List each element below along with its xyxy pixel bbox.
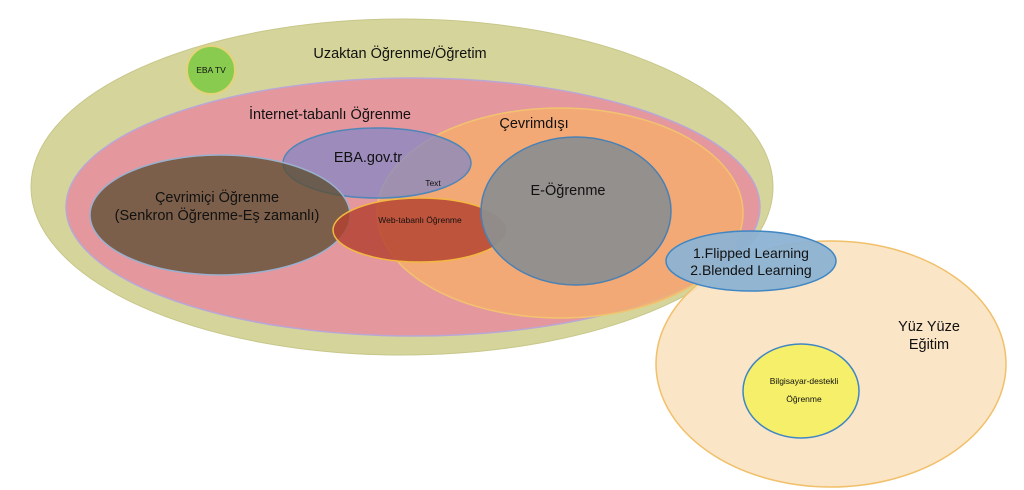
online-learning-label-line1: Çevrimiçi Öğrenme [155,188,279,206]
face-to-face-label-line1: Yüz Yüze [898,319,960,335]
e-learning-set [480,136,672,286]
computer-assisted-label-line1: Bilgisayar-destekli [770,376,839,386]
e-learning-label: E-Öğrenme [531,181,606,199]
blended-learning-label: 2.Blended Learning [690,262,811,278]
computer-assisted-label-line2: Öğrenme [786,394,822,404]
online-learning-label-line2: (Senkron Öğrenme-Eş zamanlı) [115,206,320,224]
offline-label: Çevrimdışı [499,116,568,132]
computer-assisted-set [742,343,860,439]
distance-learning-label: Uzaktan Öğrenme/Öğretim [313,44,486,62]
flipped-learning-label: 1.Flipped Learning [693,245,809,261]
internet-based-label: İnternet-tabanlı Öğrenme [249,105,411,123]
eba-gov-label: EBA.gov.tr [334,150,402,166]
face-to-face-label-line2: Eğitim [909,337,949,353]
flipped-blended-set [665,230,837,292]
eba-tv-circle [186,45,236,95]
text-placeholder-label: Text [425,178,441,188]
eba-tv-label: EBA TV [196,65,226,75]
web-based-label: Web-tabanlı Öğrenme [378,215,462,225]
